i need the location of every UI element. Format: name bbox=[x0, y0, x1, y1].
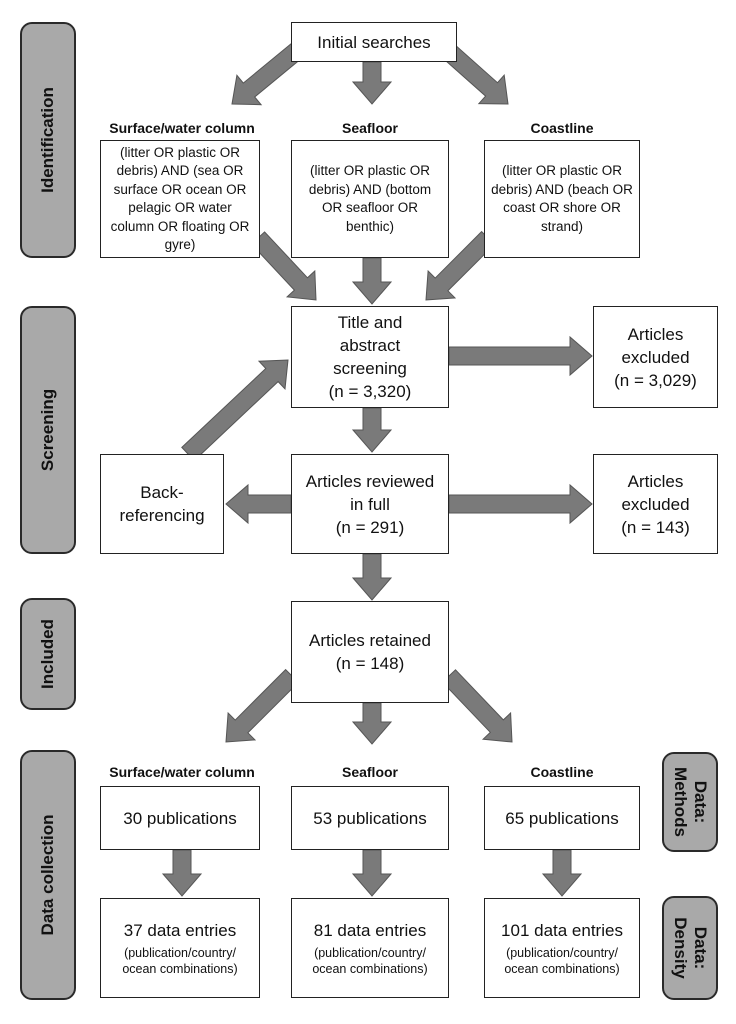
arrow-screening-to-excluded-1 bbox=[448, 335, 593, 377]
entries-seafloor: 81 data entries bbox=[313, 921, 427, 940]
back-referencing-box: Back-referencing bbox=[100, 454, 224, 554]
stage-identification-label: Identification bbox=[38, 87, 57, 193]
publications-box-seafloor: 53 publications bbox=[291, 786, 449, 850]
query-surface: (litter OR plastic OR debris) AND (sea O… bbox=[110, 144, 250, 253]
arrow-reviewed-to-retained bbox=[351, 553, 393, 601]
query-box-coastline: (litter OR plastic OR debris) AND (beach… bbox=[484, 140, 640, 258]
entries-note-seafloor: (publication/country/ ocean combinations… bbox=[312, 946, 428, 976]
stage-data-density: Data: Density bbox=[662, 896, 718, 1000]
articles-excluded-count-2: (n = 143) bbox=[621, 517, 690, 537]
entries-note-coastline: (publication/country/ ocean combinations… bbox=[504, 946, 620, 976]
dc-header-coastline: Coastline bbox=[530, 764, 594, 780]
publications-coastline: 65 publications bbox=[505, 808, 619, 828]
arrow-pubs-to-entries-seafloor bbox=[351, 849, 393, 897]
arrow-pubs-to-entries-surface bbox=[161, 849, 203, 897]
arrow-seafloor-to-screening bbox=[351, 257, 393, 305]
entries-surface: 37 data entries bbox=[123, 921, 237, 940]
arrow-screening-to-reviewed bbox=[351, 407, 393, 453]
arrow-initial-to-seafloor bbox=[351, 61, 393, 105]
articles-excluded-box-1: Articles excluded (n = 3,029) bbox=[593, 306, 718, 408]
arrow-backref-to-screening bbox=[181, 359, 289, 462]
category-header-coastline: Coastline bbox=[530, 120, 594, 136]
entries-box-surface: 37 data entries (publication/country/ oc… bbox=[100, 898, 260, 998]
articles-retained-box: Articles retained (n = 148) bbox=[291, 601, 449, 703]
arrow-pubs-to-entries-coastline bbox=[541, 849, 583, 897]
articles-excluded-box-2: Articles excluded (n = 143) bbox=[593, 454, 718, 554]
stage-identification: Identification bbox=[20, 22, 76, 258]
stage-data-collection: Data collection bbox=[20, 750, 76, 1000]
stage-data-collection-label: Data collection bbox=[38, 814, 57, 936]
stage-included: Included bbox=[20, 598, 76, 710]
query-seafloor: (litter OR plastic OR debris) AND (botto… bbox=[308, 163, 432, 234]
articles-retained-count: (n = 148) bbox=[335, 654, 405, 673]
stage-data-density-label: Data: Density bbox=[671, 917, 710, 979]
dc-header-surface: Surface/water column bbox=[109, 764, 255, 780]
back-referencing-label: Back-referencing bbox=[119, 483, 205, 525]
arrow-retained-to-seafloor bbox=[351, 702, 393, 745]
publications-box-coastline: 65 publications bbox=[484, 786, 640, 850]
stage-data-methods-label: Data: Methods bbox=[671, 767, 710, 837]
initial-searches-label: Initial searches bbox=[317, 32, 431, 52]
articles-excluded-label-2: Articles excluded bbox=[621, 471, 690, 514]
query-box-seafloor: (litter OR plastic OR debris) AND (botto… bbox=[291, 140, 449, 258]
query-box-surface: (litter OR plastic OR debris) AND (sea O… bbox=[100, 140, 260, 258]
category-header-seafloor: Seafloor bbox=[341, 120, 398, 136]
articles-reviewed-box: Articles reviewed in full (n = 291) bbox=[291, 454, 449, 554]
category-header-surface: Surface/water column bbox=[109, 120, 255, 136]
entries-box-seafloor: 81 data entries (publication/country/ oc… bbox=[291, 898, 449, 998]
articles-reviewed-count: (n = 291) bbox=[335, 517, 405, 537]
entries-coastline: 101 data entries bbox=[501, 921, 623, 940]
arrow-retained-to-surface bbox=[225, 668, 300, 743]
stage-screening-label: Screening bbox=[38, 388, 57, 472]
articles-reviewed-label: Articles reviewed in full bbox=[305, 471, 435, 514]
dc-header-seafloor: Seafloor bbox=[341, 764, 398, 780]
entries-note-surface: (publication/country/ ocean combinations… bbox=[122, 946, 238, 976]
publications-box-surface: 30 publications bbox=[100, 786, 260, 850]
arrow-retained-to-coastline bbox=[441, 669, 513, 743]
initial-searches-box: Initial searches bbox=[291, 22, 457, 62]
publications-surface: 30 publications bbox=[123, 808, 237, 828]
stage-included-label: Included bbox=[38, 619, 57, 689]
arrow-surface-to-screening bbox=[250, 231, 317, 301]
articles-excluded-label-1: Articles excluded bbox=[621, 324, 690, 367]
title-abstract-count: (n = 3,320) bbox=[328, 382, 412, 401]
title-abstract-screening-box: Title and abstract screening (n = 3,320) bbox=[291, 306, 449, 408]
stage-data-methods: Data: Methods bbox=[662, 752, 718, 852]
publications-seafloor: 53 publications bbox=[313, 808, 427, 828]
entries-box-coastline: 101 data entries (publication/country/ o… bbox=[484, 898, 640, 998]
articles-excluded-count-1: (n = 3,029) bbox=[614, 370, 697, 390]
stage-screening: Screening bbox=[20, 306, 76, 554]
articles-retained-label: Articles retained bbox=[309, 631, 431, 650]
arrow-reviewed-to-excluded-2 bbox=[448, 483, 593, 525]
title-abstract-label: Title and abstract screening bbox=[333, 313, 407, 378]
query-coastline: (litter OR plastic OR debris) AND (beach… bbox=[491, 163, 633, 234]
arrow-reviewed-to-backref bbox=[225, 483, 292, 525]
